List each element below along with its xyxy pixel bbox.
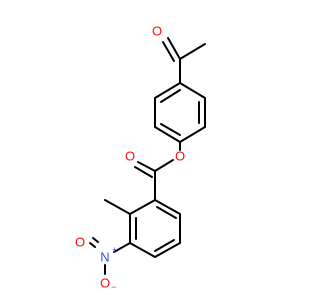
bond-ketone-c-o-a	[167, 37, 181, 60]
nitro-oxygen-lower-label: O	[100, 276, 110, 291]
bond-ringA-6-inner	[160, 89, 181, 103]
molecule-structure: O O O N + O O −	[75, 24, 206, 292]
nitro-nitrogen-label: N	[100, 250, 109, 265]
bond-n-o-upper-b	[92, 237, 99, 243]
bond-ringB-3-inner	[154, 239, 175, 252]
bond-methyl	[104, 199, 131, 215]
nitro-oxygen-charge: −	[111, 282, 116, 292]
bond-methyl-carbonyl	[179, 43, 206, 60]
bond-ringB-4	[129, 242, 156, 258]
bond-ringB-1	[154, 199, 181, 215]
ester-oxygen-label: O	[175, 149, 185, 164]
bond-ringA-1	[179, 82, 206, 99]
bond-n-o-upper-a	[89, 242, 96, 248]
ketone-oxygen-label: O	[152, 24, 162, 39]
bond-ringA-4-inner	[160, 123, 181, 136]
bond-ringB-3	[154, 242, 181, 258]
bond-ringB-1-inner	[156, 206, 177, 219]
bond-ringA-3	[179, 126, 206, 143]
bond-ester-c-o-a	[137, 161, 156, 172]
bond-ketone-c-o-b	[162, 41, 175, 62]
bond-ester-c-o-b	[134, 166, 153, 178]
bond-ringA-6	[154, 82, 181, 99]
ester-carbonyl-oxygen-label: O	[125, 149, 135, 164]
bond-oxygen-carbonyl	[154, 159, 174, 172]
bond-ring-nitro	[113, 242, 131, 253]
nitro-nitrogen-charge: +	[112, 245, 117, 255]
bond-ringA-4	[154, 126, 181, 143]
nitro-oxygen-upper-label: O	[75, 235, 85, 250]
bond-ringB-6	[129, 199, 156, 215]
structure-canvas: O O O N + O O −	[75, 24, 206, 292]
